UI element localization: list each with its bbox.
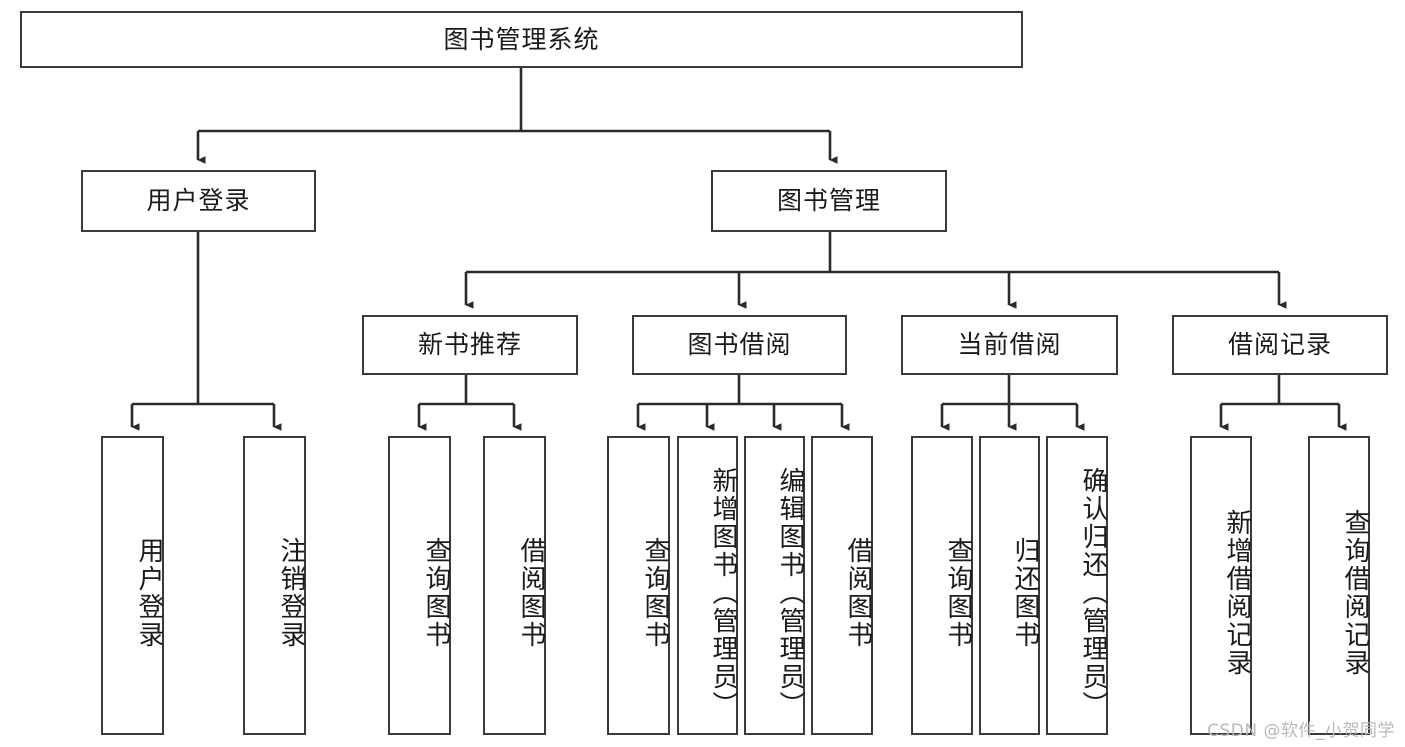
- node-label: 新增借阅记录: [1222, 508, 1252, 677]
- leaf-add-book[interactable]: 新增图书（管理员）: [677, 436, 738, 735]
- node-label: 归还图书: [1010, 536, 1040, 649]
- node-label: 查询借阅记录: [1340, 508, 1370, 677]
- leaf-confirm-return[interactable]: 确认归还（管理员）: [1046, 436, 1108, 735]
- leaf-logout-login[interactable]: 注销登录: [243, 436, 306, 735]
- node-book-borrow[interactable]: 图书借阅: [632, 315, 847, 375]
- node-label: 用户登录: [146, 186, 251, 216]
- node-label: 图书借阅: [687, 330, 792, 360]
- node-user-login[interactable]: 用户登录: [81, 170, 316, 232]
- node-label: 新增图书（管理员）: [708, 466, 738, 719]
- leaf-query-borrow-record[interactable]: 查询借阅记录: [1308, 436, 1370, 735]
- node-label: 查询图书: [640, 536, 670, 649]
- node-label: 借阅图书: [843, 536, 873, 649]
- node-label: 图书管理系统: [443, 24, 600, 54]
- csdn-watermark: CSDN @软件_小贺同学: [1207, 721, 1395, 741]
- node-label: 图书管理: [776, 186, 881, 216]
- node-book-manage[interactable]: 图书管理: [711, 170, 947, 232]
- node-label: 查询图书: [421, 536, 451, 649]
- node-label: 编辑图书（管理员）: [775, 466, 805, 719]
- leaf-edit-book[interactable]: 编辑图书（管理员）: [744, 436, 805, 735]
- node-current-borrow[interactable]: 当前借阅: [901, 315, 1118, 375]
- leaf-borrow-book-recommend[interactable]: 借阅图书: [483, 436, 546, 735]
- node-borrow-record[interactable]: 借阅记录: [1172, 315, 1388, 375]
- node-label: 查询图书: [943, 536, 973, 649]
- node-label: 借阅记录: [1227, 330, 1332, 360]
- node-label: 用户登录: [134, 536, 164, 649]
- node-label: 借阅图书: [516, 536, 546, 649]
- leaf-return-book[interactable]: 归还图书: [979, 436, 1040, 735]
- node-new-book-recommend[interactable]: 新书推荐: [362, 315, 578, 375]
- node-label: 注销登录: [276, 536, 306, 649]
- node-label: 确认归还（管理员）: [1078, 466, 1108, 719]
- leaf-query-book-recommend[interactable]: 查询图书: [388, 436, 451, 735]
- leaf-add-borrow-record[interactable]: 新增借阅记录: [1190, 436, 1252, 735]
- node-label: 当前借阅: [957, 330, 1062, 360]
- leaf-borrow-book[interactable]: 借阅图书: [811, 436, 873, 735]
- leaf-user-login[interactable]: 用户登录: [101, 436, 164, 735]
- node-root-system[interactable]: 图书管理系统: [20, 11, 1023, 68]
- leaf-query-book-borrow[interactable]: 查询图书: [607, 436, 670, 735]
- node-label: 新书推荐: [417, 330, 522, 360]
- leaf-query-book-current[interactable]: 查询图书: [911, 436, 973, 735]
